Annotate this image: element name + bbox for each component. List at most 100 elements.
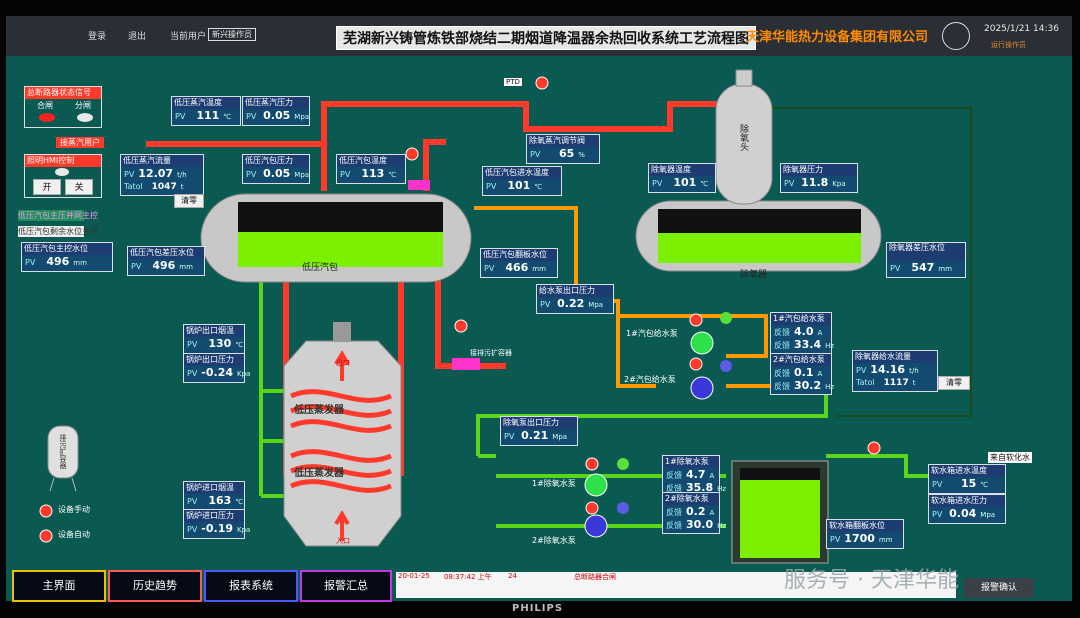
box-title: 1#汽包给水泵 (771, 313, 831, 325)
deaerator-head-label: 除氧头 (738, 124, 748, 151)
nav-report-button[interactable]: 报表系统 (204, 570, 298, 602)
alarm-confirm-button[interactable]: 报警确认 (964, 578, 1034, 598)
chain-main[interactable]: 低压汽包主压并网主控 (18, 210, 98, 221)
logout-button[interactable]: 退出 (128, 32, 147, 42)
blowdown-label: 排污扩容器 (59, 434, 67, 469)
value: 12.07 (138, 167, 174, 180)
pv-label: PV (504, 432, 515, 441)
manual-label: 设备手动 (58, 505, 90, 514)
breaker-title: 总断路器状态信号 (25, 87, 101, 99)
blowdown-tank (47, 425, 79, 492)
fb-label: 反馈 (774, 369, 790, 378)
unit: ℃ (700, 180, 709, 188)
pv-label: PV (784, 179, 795, 188)
chain-residual[interactable]: 低压汽包剩余水位主控 (18, 226, 98, 237)
close-indicator (39, 113, 55, 122)
box-title: 低压汽包压力 (243, 155, 309, 167)
lighting-indicator (55, 168, 69, 176)
login-button[interactable]: 登录 (88, 32, 107, 42)
nav-history-button[interactable]: 历史趋势 (108, 570, 202, 602)
nav-main-button[interactable]: 主界面 (12, 570, 106, 602)
value: 15 (960, 477, 977, 490)
unit: mm (938, 265, 952, 273)
freq-value: 35.8 (686, 481, 714, 494)
off-button[interactable]: 关 (65, 179, 93, 195)
evaporator (283, 322, 402, 547)
soft-water-label: 来自软化水 (988, 452, 1032, 463)
alarm-list[interactable]: 20-01-25 08:37:42 上午 24 总断路器合闸 (396, 572, 956, 598)
box-title: 低压汽包翻板水位 (481, 249, 557, 261)
pv-label: PV (175, 112, 186, 121)
clock-icon (942, 22, 970, 50)
on-button[interactable]: 开 (33, 179, 61, 195)
unit: Kpa (832, 180, 846, 188)
page-title: 芜湖新兴铸管炼铁部烧结二期烟道降温器余热回收系统工艺流程图 (336, 26, 756, 50)
box-title: 除氧蒸汽调节阀 (527, 135, 599, 147)
current-value: 0.2 (686, 505, 706, 518)
box-title: 除氧器温度 (649, 164, 715, 176)
total-value: 1047 (151, 182, 177, 192)
evaporator-label-2: 低压蒸发器 (294, 468, 344, 479)
box-title: 锅炉出口烟温 (184, 325, 244, 337)
pv-label: PV (25, 258, 36, 267)
company-name: 天津华能热力设备集团有限公司 (746, 30, 929, 45)
pv-label: PV (340, 170, 351, 179)
total-label: Tatol (856, 378, 875, 387)
fb-label: 反馈 (774, 341, 790, 350)
reset-steam-flow-button[interactable]: 清零 (174, 194, 204, 208)
value: 466 (505, 261, 529, 274)
open-label: 分闸 (75, 101, 91, 110)
unit: Mpa (294, 171, 310, 179)
alarm-time: 08:37:42 上午 (444, 573, 492, 581)
evaporator-label-1: 低压蒸发器 (294, 405, 344, 416)
reset-feed-flow-button[interactable]: 清零 (938, 376, 970, 390)
unit: mm (532, 265, 546, 273)
box-title: 2#汽包给水泵 (771, 354, 831, 366)
unit: ℃ (235, 498, 244, 506)
fb-label: 反馈 (774, 382, 790, 391)
current-unit: A (817, 370, 823, 378)
unit: Kpa (237, 526, 251, 534)
alarm-text: 总断路器合闸 (574, 573, 616, 581)
lighting-title: 照明HMI控制 (25, 155, 101, 167)
box-title: 给水泵出口压力 (537, 285, 613, 297)
nav-alarm-button[interactable]: 报警汇总 (300, 570, 392, 602)
flue-in-label: 入口 (336, 537, 350, 545)
value: 0.05 (263, 109, 291, 122)
value: 0.05 (263, 167, 291, 180)
unit: Mpa (588, 301, 604, 309)
auto-label: 设备自动 (58, 530, 90, 539)
box-title: 2#除氧水泵 (663, 493, 719, 505)
box-title: 锅炉进口烟温 (184, 482, 244, 494)
current-value: 4.0 (794, 325, 814, 338)
pv-label: PV (187, 497, 198, 506)
box-title: 低压汽包温度 (337, 155, 405, 167)
